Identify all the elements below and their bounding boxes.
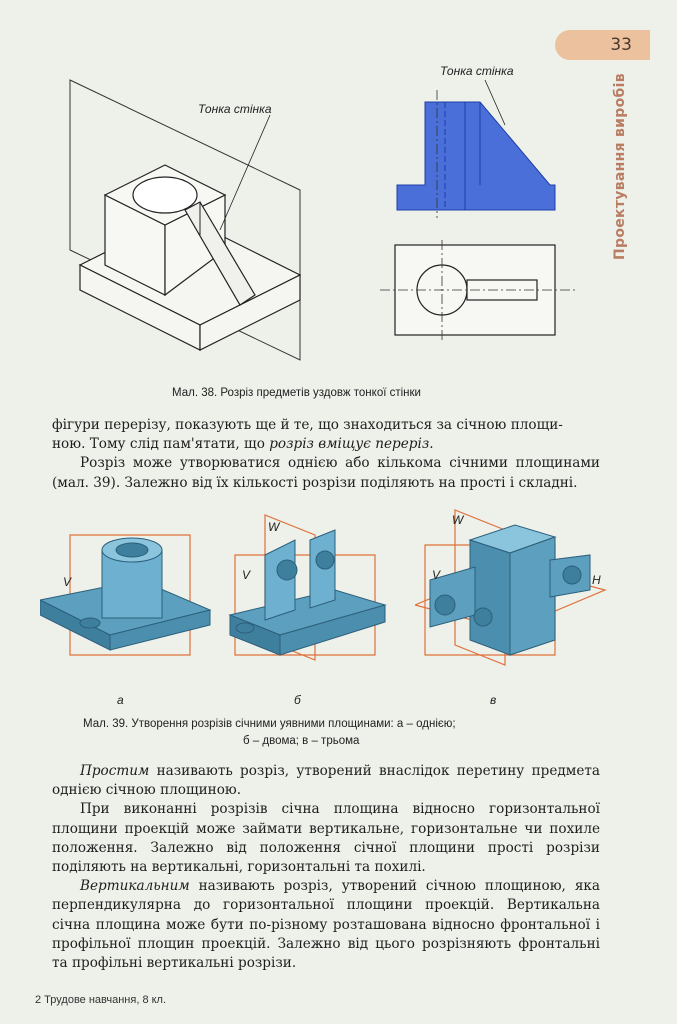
fig39-caption-line2: б – двома; в – трьома bbox=[243, 735, 360, 747]
paragraph: Вертикальним називають розріз, утворений… bbox=[52, 877, 600, 973]
fig39-letter-a: а bbox=[117, 693, 124, 707]
text-top: фігури перерізу, показують ще й те, що з… bbox=[52, 416, 600, 493]
text-line: ною. Тому слід пам'ятати, що розріз вміщ… bbox=[52, 435, 600, 454]
fig39-letter-c: в bbox=[490, 693, 497, 707]
text-emphasis: Вертикальним bbox=[80, 878, 190, 895]
paragraph: Простим називають розріз, утворений внас… bbox=[52, 762, 600, 800]
fig39-plane-label: H bbox=[592, 573, 601, 587]
fig39-caption-line1: Мал. 39. Утворення розрізів січними уявн… bbox=[83, 718, 456, 730]
fig38-callout-left: Тонка стінка bbox=[198, 102, 272, 116]
text-bottom: Простим називають розріз, утворений внас… bbox=[52, 762, 600, 973]
fig39-panel-a bbox=[40, 534, 212, 656]
fig39-plane-label: V bbox=[63, 575, 72, 589]
fig38-isometric bbox=[69, 79, 302, 361]
section-label: Проектування виробів bbox=[612, 73, 628, 260]
page-number: 33 bbox=[555, 30, 650, 60]
fig39-panel-c bbox=[415, 509, 607, 666]
paragraph: При виконанні розрізів січна площина від… bbox=[52, 801, 600, 876]
text-emphasis: розріз вміщує переріз. bbox=[269, 436, 434, 453]
fig39-plane-label: V bbox=[242, 568, 251, 582]
paragraph: Розріз може утворюватися однією або кіль… bbox=[52, 455, 600, 491]
text-line: фігури перерізу, показують ще й те, що з… bbox=[52, 417, 563, 433]
fig39-plane-label: V bbox=[432, 568, 441, 582]
page-number-text: 33 bbox=[610, 35, 632, 55]
fig39-plane-label: W bbox=[268, 520, 280, 534]
fig39-panel-b bbox=[228, 514, 387, 661]
fig39-letter-b: б bbox=[294, 693, 301, 707]
fig38-caption: Мал. 38. Розріз предметів уздовж тонкої … bbox=[172, 387, 421, 399]
footer: 2 Трудове навчання, 8 кл. bbox=[35, 994, 167, 1006]
section-fill bbox=[396, 101, 556, 211]
text-span: ною. Тому слід пам'ятати, що bbox=[52, 436, 270, 453]
fig39-plane-label: W bbox=[452, 513, 464, 527]
cutting-plane bbox=[69, 79, 301, 361]
fig38-top-view bbox=[380, 240, 575, 342]
fig38-callout-right: Тонка стінка bbox=[440, 64, 514, 78]
fig38-front-section bbox=[396, 79, 556, 218]
text-span: називають розріз, утворений внаслідок пе… bbox=[52, 763, 600, 799]
block-hole bbox=[132, 176, 198, 214]
text-span: називають розріз, утворений січною площи… bbox=[52, 878, 600, 972]
text-emphasis: Простим bbox=[80, 763, 150, 779]
base-side bbox=[199, 274, 301, 351]
thin-rib bbox=[184, 201, 256, 306]
